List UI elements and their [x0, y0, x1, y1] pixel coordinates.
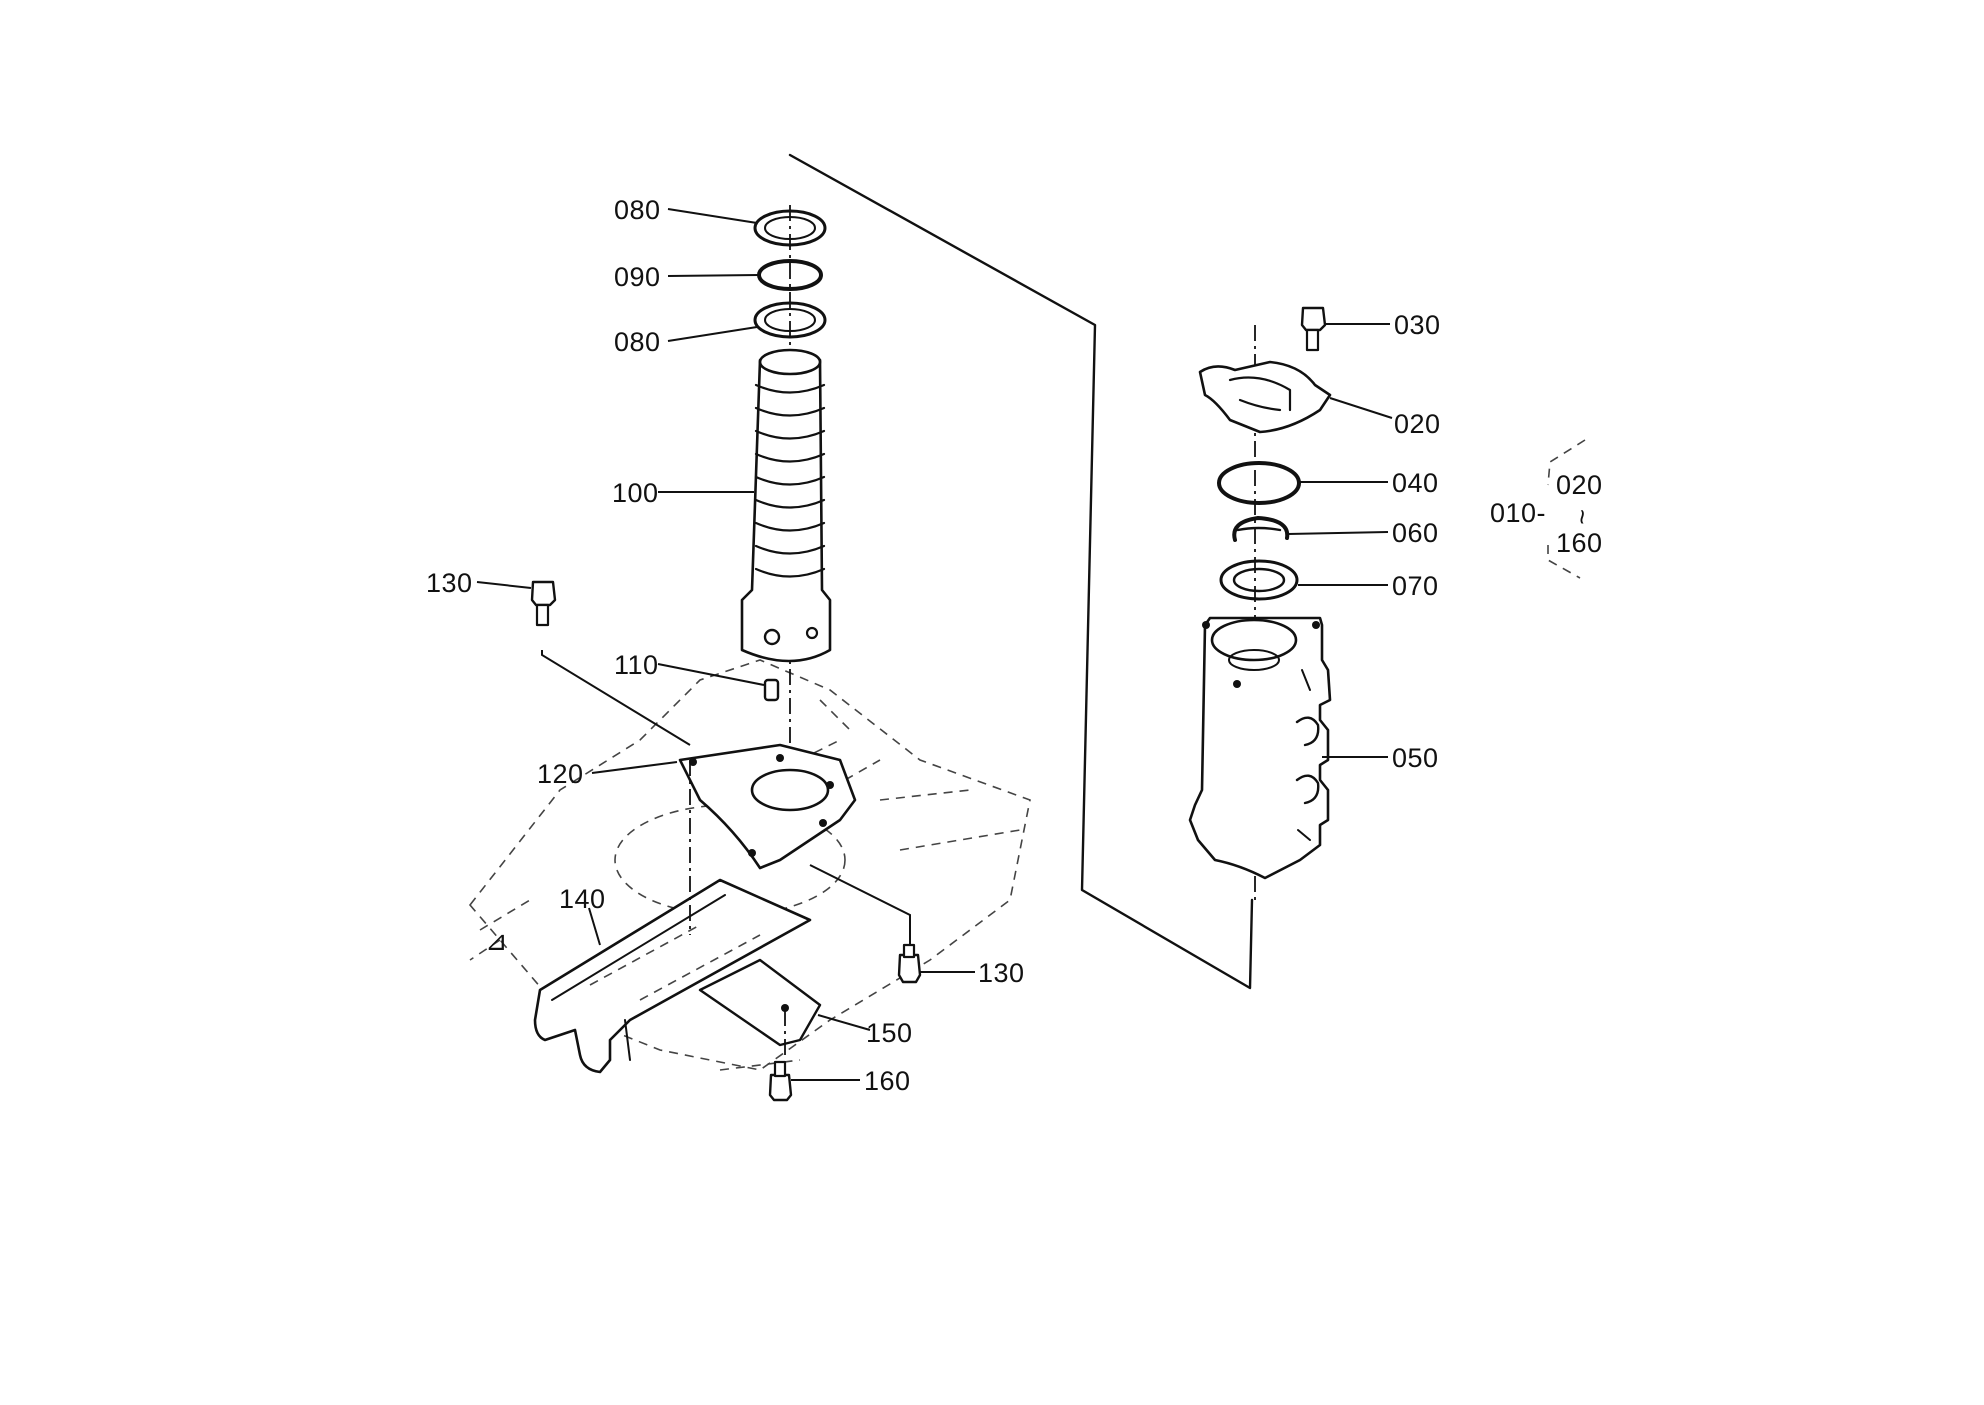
screw-160	[768, 1060, 793, 1102]
label-020: 020	[1394, 409, 1441, 439]
label-050: 050	[1392, 743, 1439, 773]
pin-110	[763, 678, 780, 702]
label-040: 040	[1392, 468, 1439, 498]
cover-020	[1198, 360, 1332, 434]
swivel-body-050	[1188, 616, 1332, 880]
bracket-140	[533, 878, 812, 1074]
screw-130-left	[530, 580, 557, 627]
label-070: 070	[1392, 571, 1439, 601]
chassis-frame-outline: ⊿	[468, 659, 1031, 1071]
leader-lines	[476, 208, 1393, 1081]
label-090: 090	[614, 262, 661, 292]
label-080-upper: 080	[614, 195, 661, 225]
assembly-note-tilde: ~	[1567, 509, 1597, 525]
ring-080-lower	[753, 301, 827, 339]
assembly-note-to: 160	[1556, 528, 1603, 558]
label-160: 160	[864, 1066, 911, 1096]
label-030: 030	[1394, 310, 1441, 340]
o-ring-040	[1217, 461, 1301, 505]
label-150: 150	[866, 1018, 913, 1048]
label-140: 140	[559, 884, 606, 914]
label-080-lower: 080	[614, 327, 661, 357]
ring-080-upper	[753, 209, 827, 247]
mount-plate-120	[678, 743, 857, 870]
plate-150	[698, 958, 822, 1047]
screw-030	[1300, 306, 1327, 352]
label-130-right: 130	[978, 958, 1025, 988]
assembly-note-from: 020	[1556, 470, 1603, 500]
snap-ring-060	[1232, 516, 1290, 542]
bellows-boot-100	[740, 348, 832, 663]
assembly-note-parent: 010-	[1490, 498, 1546, 528]
label-100: 100	[612, 478, 659, 508]
label-110: 110	[614, 650, 659, 680]
frame-mark: ⊿	[485, 926, 508, 956]
label-060: 060	[1392, 518, 1439, 548]
label-120: 120	[537, 759, 584, 789]
assembly-break-line	[788, 153, 1254, 990]
screw-130-right	[897, 943, 922, 984]
collar-070	[1219, 559, 1299, 601]
label-130-left: 130	[426, 568, 473, 598]
assembly-note-bracket	[1547, 439, 1586, 579]
